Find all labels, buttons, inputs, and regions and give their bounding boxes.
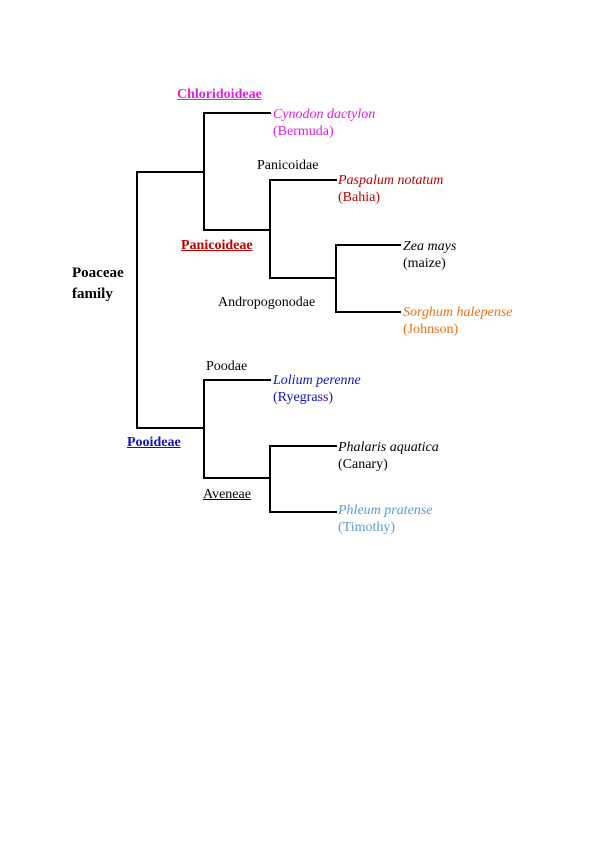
tribe-panicoidae: Panicoidae bbox=[257, 158, 319, 173]
subfamily-chloridoideae: Chloridoideae bbox=[177, 87, 262, 102]
species-paspalum: Paspalum notatum (Bahia) bbox=[338, 172, 443, 206]
species-latin-name: Phleum pratense bbox=[338, 503, 433, 518]
species-phalaris: Phalaris aquatica (Canary) bbox=[338, 439, 439, 473]
family-label-line1: Poaceae bbox=[72, 265, 124, 281]
species-common-name: (Bermuda) bbox=[273, 124, 334, 139]
subfamily-pooideae: Pooideae bbox=[127, 435, 181, 450]
species-zea: Zea mays (maize) bbox=[403, 238, 456, 272]
family-label-line2: family bbox=[72, 286, 113, 302]
species-latin-name: Zea mays bbox=[403, 239, 457, 254]
species-common-name: (Ryegrass) bbox=[273, 390, 334, 405]
species-common-name: (Bahia) bbox=[338, 190, 380, 205]
family-label: Poaceae family bbox=[72, 263, 124, 305]
species-cynodon: Cynodon dactylon (Bermuda) bbox=[273, 106, 375, 140]
subfamily-panicoideae: Panicoideae bbox=[181, 238, 253, 253]
species-latin-name: Cynodon dactylon bbox=[273, 107, 376, 122]
species-latin-name: Sorghum halepense bbox=[403, 305, 513, 320]
species-common-name: (maize) bbox=[403, 256, 446, 271]
species-common-name: (Canary) bbox=[338, 457, 388, 472]
species-phleum: Phleum pratense (Timothy) bbox=[338, 502, 432, 536]
species-lolium: Lolium perenne (Ryegrass) bbox=[273, 372, 361, 406]
species-latin-name: Phalaris aquatica bbox=[338, 440, 439, 455]
tribe-poodae: Poodae bbox=[206, 359, 248, 374]
species-latin-name: Paspalum notatum bbox=[338, 173, 444, 188]
tribe-aveneae: Aveneae bbox=[203, 487, 251, 502]
species-common-name: (Johnson) bbox=[403, 322, 459, 337]
species-common-name: (Timothy) bbox=[338, 520, 396, 535]
species-latin-name: Lolium perenne bbox=[273, 373, 361, 388]
species-sorghum: Sorghum halepense (Johnson) bbox=[403, 304, 513, 338]
tribe-andropogonodae: Andropogonodae bbox=[218, 295, 316, 310]
